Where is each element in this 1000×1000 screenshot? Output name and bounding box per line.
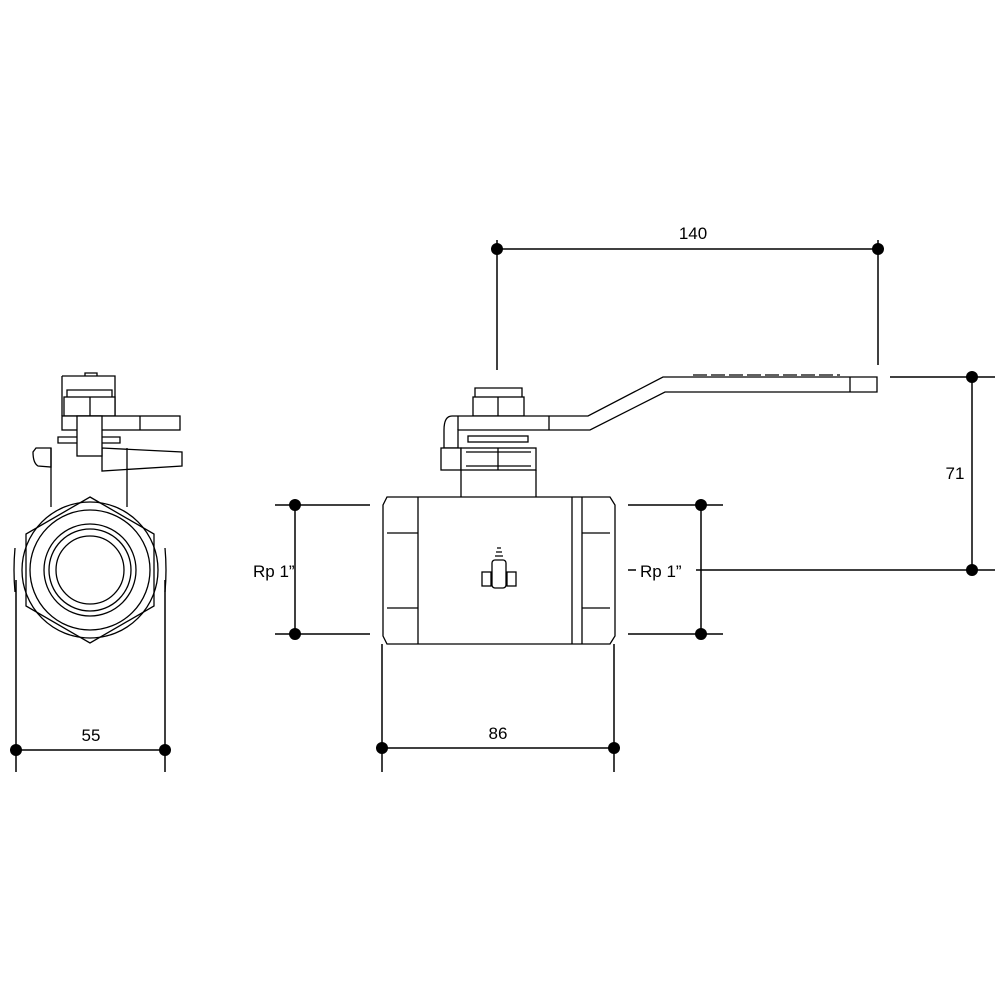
dimension-71: 71	[696, 371, 995, 576]
dimension-label-55: 55	[82, 726, 101, 745]
front-view	[382, 374, 878, 645]
dimension-140: 140	[491, 224, 884, 370]
dimension-label-86: 86	[489, 724, 508, 743]
dimension-86: 86	[376, 644, 620, 772]
thread-label-right: Rp 1”	[640, 562, 682, 581]
dimension-thread-left: Rp 1”	[253, 499, 370, 640]
manufacturer-logo-icon	[481, 547, 517, 589]
dimension-label-140: 140	[679, 224, 707, 243]
side-view	[13, 372, 183, 644]
thread-label-left: Rp 1”	[253, 562, 295, 581]
dimension-label-71: 71	[946, 464, 965, 483]
dimension-55: 55	[10, 580, 171, 772]
dimension-thread-right: Rp 1”	[628, 499, 723, 640]
